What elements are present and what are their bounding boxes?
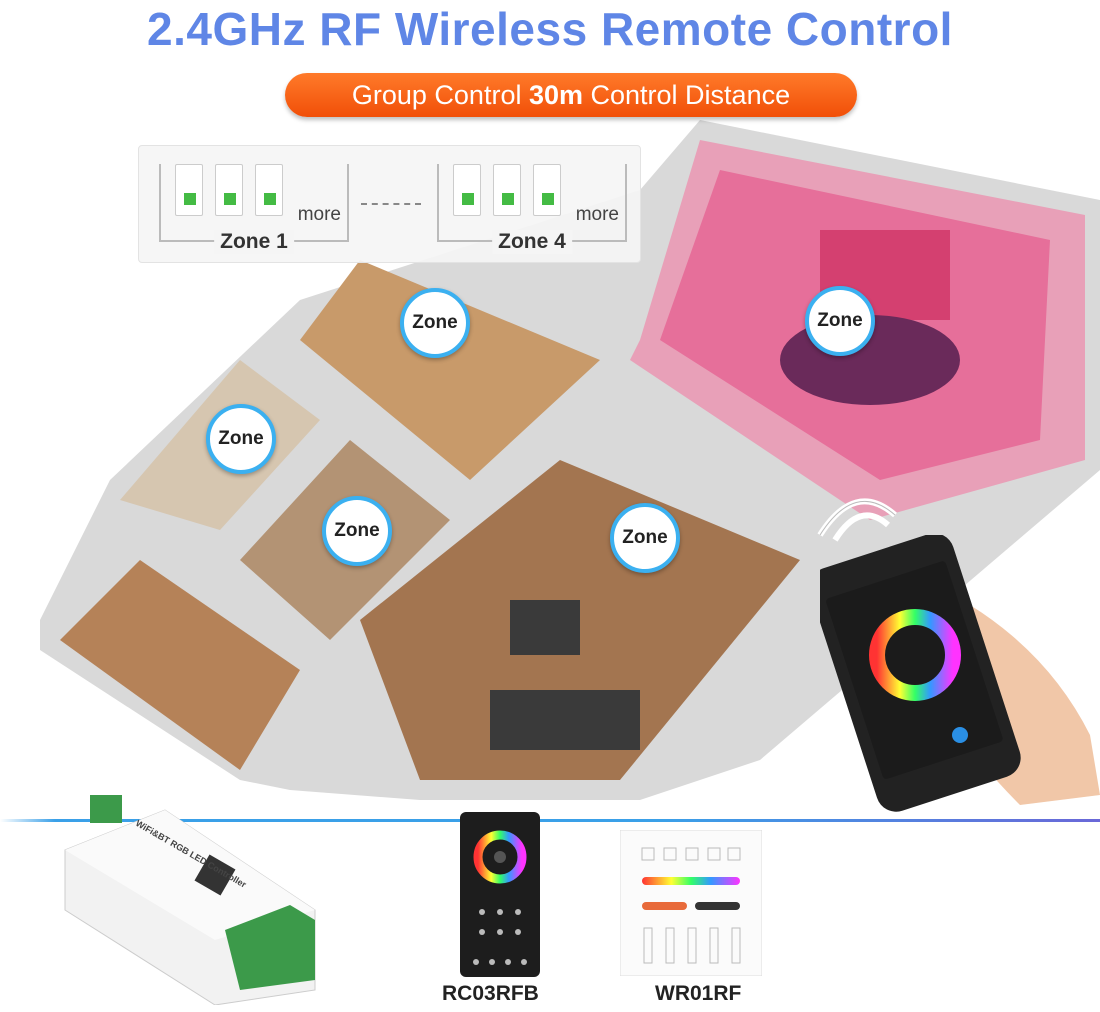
zone-group-4: more Zone 4 — [437, 164, 627, 254]
controller-module-icon — [255, 164, 283, 216]
dashed-separator — [361, 203, 421, 205]
panel-model-label: WR01RF — [655, 982, 742, 1005]
zone-pin: Zone — [400, 288, 470, 387]
remote-model-label: RC03RFB — [442, 982, 539, 1005]
wall-panel-wr01rf — [620, 830, 762, 976]
zone-group-1: more Zone 1 — [159, 164, 349, 254]
controller-module-icon — [493, 164, 521, 216]
badge-distance: 30m — [528, 80, 584, 110]
badge-suffix: Control Distance — [583, 80, 791, 110]
control-distance-badge: Group Control 30m Control Distance — [285, 73, 857, 117]
zone-label: Zone 4 — [492, 230, 572, 254]
remote-rc03rfb — [460, 812, 540, 977]
controller-module-icon — [453, 164, 481, 216]
controller-module-icon — [175, 164, 203, 216]
led-controller-product: WiFi&BT RGB LED Controller — [64, 795, 316, 1005]
zone-pin: Zone — [610, 503, 680, 602]
controller-module-icon — [215, 164, 243, 216]
divider-line — [0, 819, 1100, 822]
zones-panel: more Zone 1 more Zone 4 — [138, 145, 641, 263]
smartphone-app-illustration — [820, 535, 1100, 812]
wifi-signal-icon — [817, 498, 897, 542]
more-label: more — [297, 204, 341, 225]
zone-pin: Zone — [206, 404, 276, 503]
zone-pin: Zone — [322, 496, 392, 595]
badge-prefix: Group Control — [351, 80, 529, 110]
page-title: 2.4GHz RF Wireless Remote Control — [147, 3, 953, 55]
controller-module-icon — [533, 164, 561, 216]
zone-pin: Zone — [805, 286, 875, 385]
more-label: more — [575, 204, 619, 225]
zone-label: Zone 1 — [214, 230, 294, 254]
